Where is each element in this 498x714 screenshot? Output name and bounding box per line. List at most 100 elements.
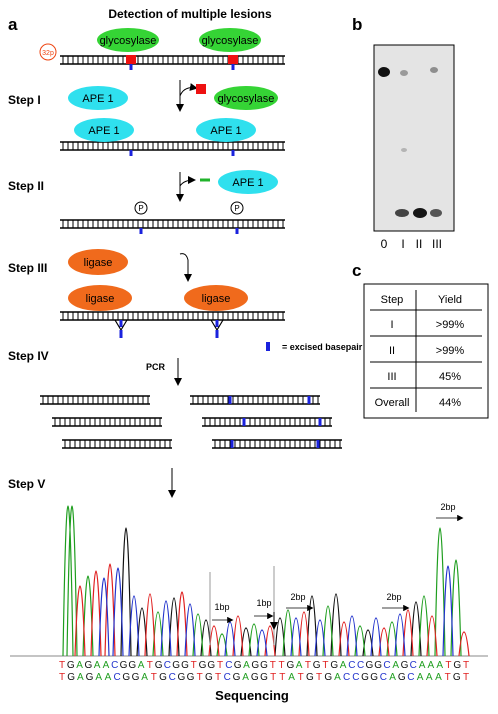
sequencing-chromatogram — [10, 505, 488, 657]
excised-basepair-mark — [215, 320, 219, 327]
panel-c-label: c — [352, 261, 361, 280]
sequence-base: G — [199, 660, 207, 671]
ligase-bound-label-2: ligase — [202, 293, 231, 305]
excised-basepair-mark — [129, 150, 133, 156]
sequence-base: G — [128, 660, 136, 671]
excised-basepair-mark — [230, 440, 234, 448]
ape1-bound-2 — [196, 118, 256, 142]
gap-1bp-label-2: 1bp — [256, 598, 271, 608]
ape1-bound-label-1: APE 1 — [88, 125, 119, 137]
gel-band-lane3-cut — [430, 209, 442, 217]
phosphate-label-2: P — [234, 204, 239, 213]
sequence-base: T — [298, 672, 304, 683]
sequence-base: A — [428, 660, 435, 671]
sequence-base: G — [260, 672, 268, 683]
sequence-base: A — [296, 660, 303, 671]
sequence-base: T — [197, 672, 203, 683]
sequence-base: G — [181, 660, 189, 671]
sequence-base: C — [164, 660, 171, 671]
sequence-base: G — [324, 672, 332, 683]
sequence-base: G — [205, 672, 213, 683]
dna-duplex — [52, 417, 162, 427]
gel-band-lane1-cut — [395, 209, 409, 217]
excised-basepair-mark — [119, 320, 123, 327]
sequence-base: G — [260, 660, 268, 671]
sequence-base: A — [417, 672, 424, 683]
excised-basepair-mark — [318, 418, 322, 426]
sequence-base: C — [224, 672, 231, 683]
dna-duplex — [60, 55, 285, 70]
gel-band-lane1-full — [400, 70, 408, 76]
glycosylase-enzyme-2 — [199, 28, 261, 52]
dna-duplex — [212, 439, 342, 449]
sequence-base: C — [410, 660, 417, 671]
step3-arrow — [179, 253, 192, 282]
excised-basepair-mark — [316, 440, 320, 448]
sequence-base: G — [366, 660, 374, 671]
sequence-base: A — [141, 672, 148, 683]
sequence-base: G — [132, 672, 140, 683]
sequence-base: A — [77, 672, 84, 683]
sequence-base: G — [155, 660, 163, 671]
glycosylase-label-2: glycosylase — [202, 35, 259, 47]
sequence-base: T — [305, 660, 311, 671]
dna-duplex — [202, 417, 332, 427]
sequence-base: C — [357, 660, 364, 671]
lesion-2 — [228, 55, 238, 64]
sequence-base: G — [84, 660, 92, 671]
sequence-base: G — [207, 660, 215, 671]
ligase-bound-2 — [184, 285, 248, 311]
table-header-step: Step — [381, 294, 404, 306]
dna-strands — [40, 55, 342, 449]
table-cell-step: II — [389, 345, 395, 357]
ligase-bound-label-1: ligase — [86, 293, 115, 305]
excised-basepair-mark — [119, 330, 123, 338]
sequence-base: A — [435, 672, 442, 683]
sequence-base: A — [242, 672, 249, 683]
excised-basepair-mark — [307, 396, 311, 404]
sequence-base: C — [113, 672, 120, 683]
sequence-base: G — [120, 660, 128, 671]
sequence-base: C — [380, 672, 387, 683]
sequence-base: T — [270, 672, 276, 683]
glycosylase-label-1: glycosylase — [100, 35, 157, 47]
gel-lane-2: II — [416, 237, 423, 251]
step-5-label: Step V — [8, 477, 45, 491]
sequence-base: G — [453, 660, 461, 671]
phosphate-2 — [230, 201, 244, 215]
sequence-base: C — [348, 660, 355, 671]
sequence-base: A — [103, 660, 110, 671]
ligase-free-label: ligase — [84, 257, 113, 269]
sequence-base: G — [251, 672, 259, 683]
sequence-base: A — [243, 660, 250, 671]
ligase-free-enzyme — [68, 249, 128, 275]
sequence-base: G — [361, 672, 369, 683]
sequence-base: C — [383, 660, 390, 671]
sequence-base: T — [463, 660, 469, 671]
sequence-base: G — [177, 672, 185, 683]
gel-lane-3: III — [432, 237, 442, 251]
ape1-bound-1 — [74, 118, 134, 142]
sequence-base: G — [67, 660, 75, 671]
dna-duplex — [62, 439, 172, 449]
chromatogram-trace-A — [62, 505, 462, 657]
sequence-base: G — [313, 660, 321, 671]
sequence-base: C — [111, 660, 118, 671]
sequence-base: C — [352, 672, 359, 683]
sequence-base: A — [389, 672, 396, 683]
excised-basepair-mark — [228, 396, 232, 404]
sequence-base: G — [251, 660, 259, 671]
sequence-base: A — [419, 660, 426, 671]
chromatogram-trace-T — [74, 563, 470, 657]
figure-title: Detection of multiple lesions — [108, 7, 272, 21]
sequence-base: A — [105, 672, 112, 683]
ligase-bound-1 — [68, 285, 132, 311]
gel-band-lane1-mid — [401, 148, 407, 152]
step2-release-arrow — [179, 176, 196, 187]
gel-band-lane2-cut — [413, 208, 427, 218]
sequence-base: A — [138, 660, 145, 671]
excised-basepair-mark — [242, 418, 246, 426]
dna-duplex — [60, 219, 285, 234]
gap-2bp-label-1: 2bp — [290, 592, 305, 602]
table-frame — [363, 283, 489, 419]
